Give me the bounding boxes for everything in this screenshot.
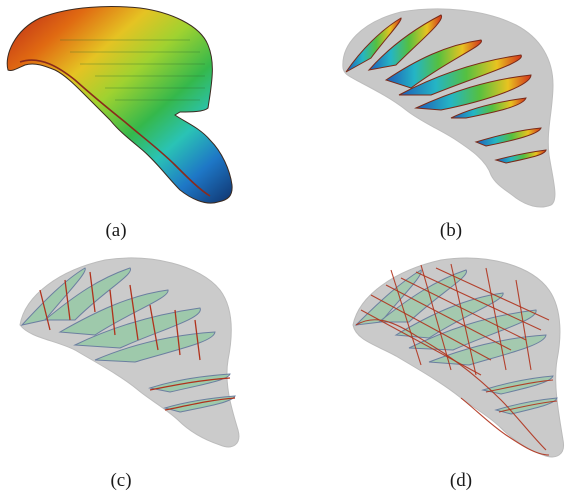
panel-a: (a) [0, 0, 291, 250]
panel-a-caption: (a) [105, 220, 127, 241]
panel-b-caption: (b) [439, 220, 463, 241]
panel-d-surface [352, 257, 565, 458]
panel-c-surface [19, 257, 240, 448]
panel-b-surface [342, 8, 556, 208]
panel-c-caption: (c) [110, 470, 132, 491]
panel-c: (c) [0, 250, 291, 500]
panel-a-surface [6, 6, 233, 204]
panel-d-caption: (d) [449, 470, 473, 491]
panel-b: (b) [291, 0, 582, 250]
panel-d: (d) [291, 250, 582, 500]
